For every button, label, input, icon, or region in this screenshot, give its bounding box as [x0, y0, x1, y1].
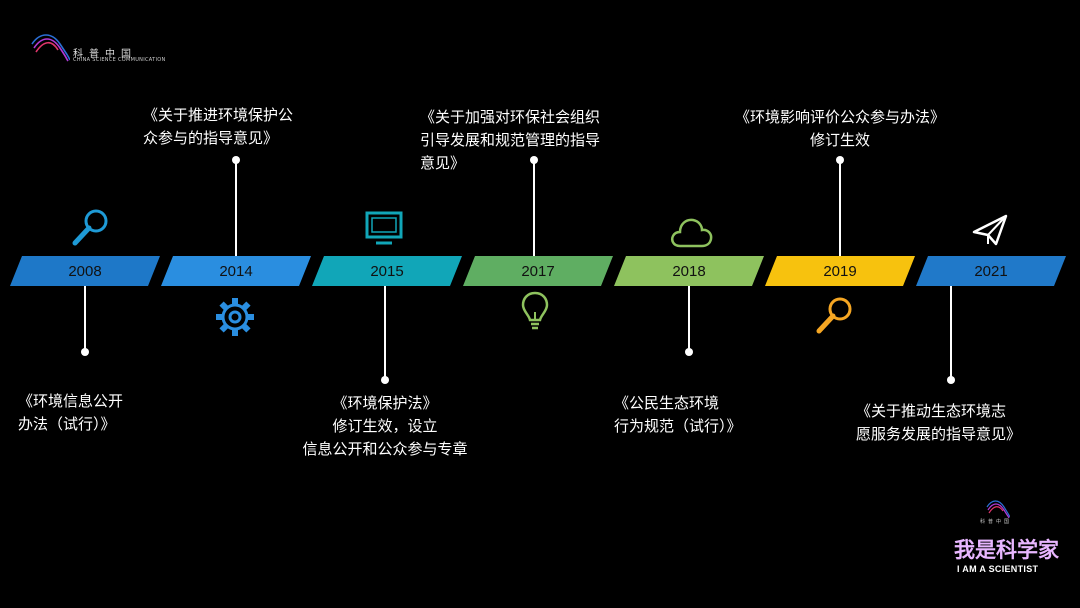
note-line: 办法（试行）》	[18, 415, 116, 433]
note-line: 行为规范（试行）》	[614, 417, 742, 435]
connector-2018	[688, 286, 690, 352]
connector-2014	[235, 160, 237, 256]
magnifier-icon	[816, 297, 852, 334]
brand-en: I AM A SCIENTIST	[957, 564, 1039, 574]
logo-en-text: CHINA SCIENCE COMMUNICATION	[73, 57, 166, 63]
note-2019: 《环境影响评价公众参与办法》 修订生效	[722, 106, 958, 152]
note-2015: 《环境保护法》 修订生效，设立 信息公开和公众参与专章	[280, 392, 490, 461]
timeline-segment-2019: 2019	[765, 256, 915, 286]
logo-cn-text: 科普中国	[73, 49, 137, 60]
note-2021: 《关于推动生态环境志 愿服务发展的指导意见》	[856, 400, 1021, 446]
note-line: 修订生效	[809, 131, 870, 149]
connector-2019	[839, 160, 841, 256]
paper-plane-icon	[972, 214, 1008, 246]
brand-title: 我是科学家	[954, 538, 1059, 562]
connector-dot-2019	[836, 156, 844, 164]
brand-cn-small: 科普中国	[980, 519, 1013, 525]
connector-dot-2018	[685, 348, 693, 356]
note-2008: 《环境信息公开 办法（试行）》	[18, 390, 123, 436]
magnifier-icon	[72, 209, 108, 246]
connector-2008	[84, 286, 86, 352]
logo-wave-icon	[31, 34, 70, 62]
note-line: 《环境信息公开	[18, 392, 124, 410]
timeline-segment-2021: 2021	[916, 256, 1066, 286]
connector-dot-2008	[81, 348, 89, 356]
connector-2021	[950, 286, 952, 380]
note-line: 《环境影响评价公众参与办法》	[734, 108, 945, 126]
lightbulb-icon	[521, 291, 549, 330]
timeline-segment-2014: 2014	[161, 256, 311, 286]
note-line: 《关于推进环境保护公	[143, 106, 294, 124]
brand: 科普中国 我是科学家 I AM A SCIENTIST	[948, 498, 1068, 588]
note-line: 《关于推动生态环境志	[856, 402, 1007, 420]
connector-dot-2017	[530, 156, 538, 164]
logo: 科普中国 CHINA SCIENCE COMMUNICATION	[30, 30, 180, 66]
brand-wave-icon	[986, 500, 1010, 518]
note-line: 《环境保护法》	[332, 394, 438, 412]
connector-dot-2014	[232, 156, 240, 164]
connector-dot-2015	[381, 376, 389, 384]
note-line: 意见》	[420, 154, 466, 172]
note-line: 《公民生态环境	[614, 394, 720, 412]
note-2018: 《公民生态环境 行为规范（试行）》	[614, 392, 742, 438]
connector-2017	[533, 160, 535, 256]
connector-2015	[384, 286, 386, 380]
note-2014: 《关于推进环境保护公 众参与的指导意见》	[143, 104, 293, 150]
connector-dot-2021	[947, 376, 955, 384]
note-2017: 《关于加强对环保社会组织 引导发展和规范管理的指导 意见》	[420, 106, 600, 175]
note-line: 修订生效，设立	[332, 417, 438, 435]
note-line: 愿服务发展的指导意见》	[856, 425, 1022, 443]
note-line: 《关于加强对环保社会组织	[420, 108, 601, 126]
timeline-segment-2015: 2015	[312, 256, 462, 286]
timeline-segment-2017: 2017	[463, 256, 613, 286]
timeline-segment-2018: 2018	[614, 256, 764, 286]
timeline-segment-2008: 2008	[10, 256, 160, 286]
gear-icon	[216, 298, 254, 336]
cloud-icon	[671, 218, 713, 248]
note-line: 引导发展和规范管理的指导	[420, 131, 601, 149]
note-line: 众参与的指导意见》	[143, 129, 279, 147]
note-line: 信息公开和公众参与专章	[302, 440, 468, 458]
monitor-icon	[365, 211, 403, 245]
